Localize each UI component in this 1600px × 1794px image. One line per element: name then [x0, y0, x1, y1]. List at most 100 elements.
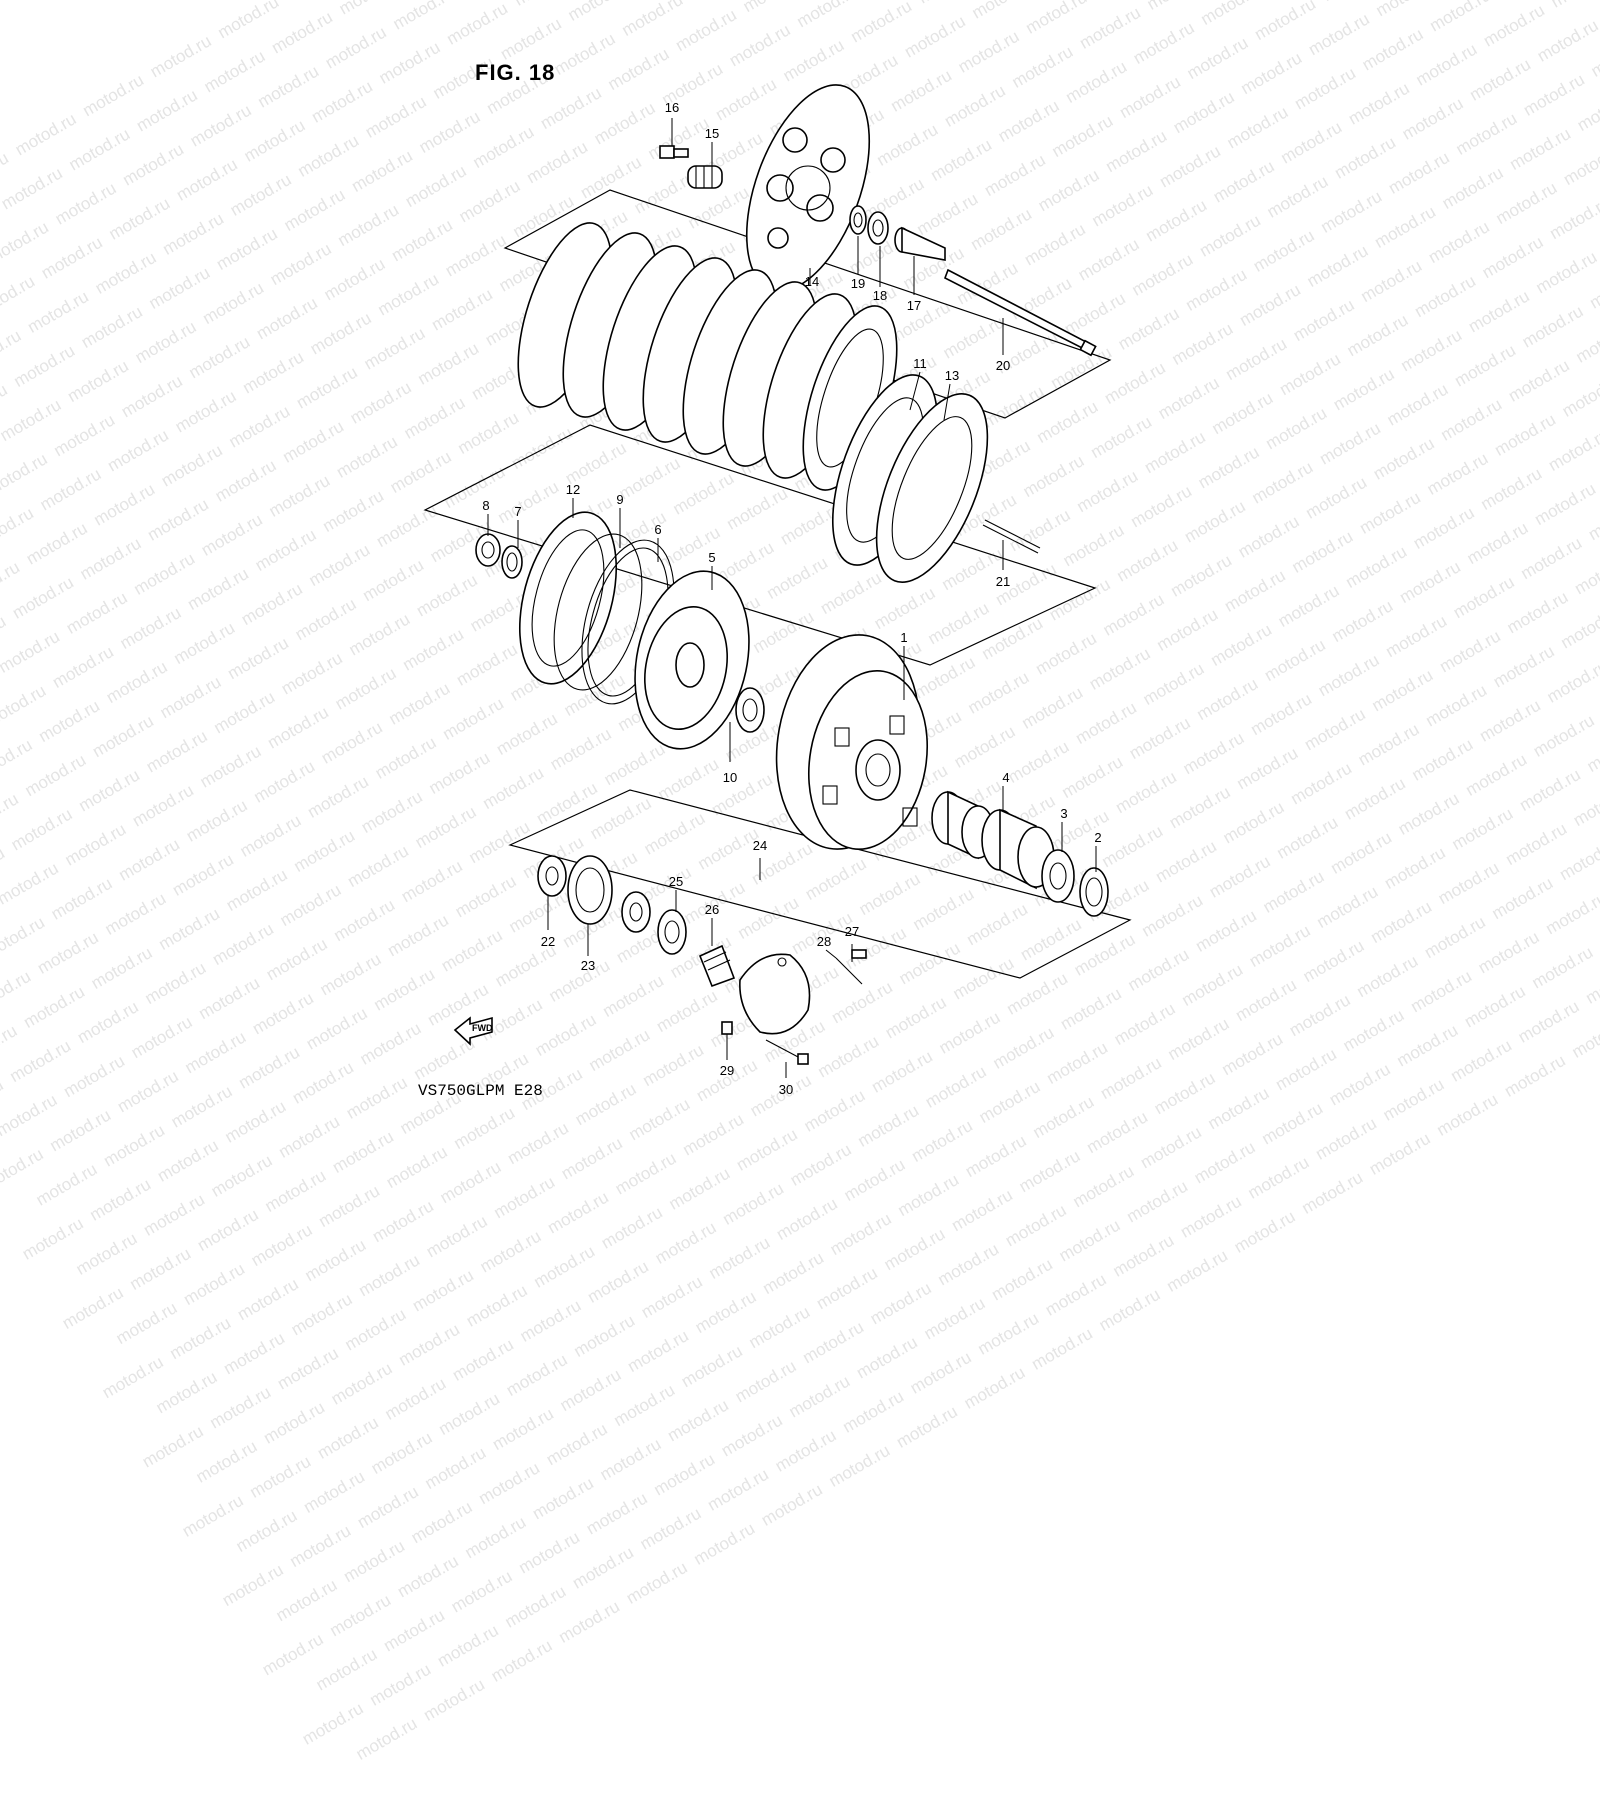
watermark-text: motod.ru: [476, 1226, 545, 1277]
callout-3: 3: [1060, 806, 1067, 821]
watermark-text: motod.ru: [893, 1401, 961, 1452]
watermark-text: motod.ru: [489, 1404, 557, 1455]
watermark-text: motod.ru: [420, 1674, 488, 1725]
callout-24: 24: [753, 838, 767, 853]
watermark-text: motod.ru: [314, 1412, 382, 1463]
watermark-text: motod.ru: [58, 1282, 127, 1333]
watermark-text: motod.ru: [232, 1505, 301, 1556]
watermark-text: motod.ru: [1042, 1269, 1110, 1320]
watermark-text: motod.ru: [72, 1228, 141, 1279]
callout-8: 8: [482, 498, 489, 513]
watermark-text: motod.ru: [934, 1239, 1003, 1290]
watermark-text: motod.ru: [570, 1310, 639, 1361]
watermark-text: motod.ru: [218, 1560, 287, 1611]
watermark-text: motod.ru: [447, 1566, 516, 1617]
figure-title: FIG. 18: [475, 60, 556, 85]
cover-release-arm: [739, 953, 811, 1035]
watermark-text: motod.ru: [192, 1436, 261, 1487]
spacer: [931, 790, 995, 860]
watermark-text: motod.ru: [286, 1521, 355, 1572]
watermark-text: motod.ru: [300, 1466, 368, 1517]
watermark-text: motod.ru: [1230, 1206, 1299, 1257]
plate-13: [875, 393, 989, 583]
watermark-text: motod.ru: [502, 1349, 571, 1400]
callout-6: 6: [654, 522, 661, 537]
watermark-text: motod.ru: [569, 1542, 637, 1593]
bushing-24: [621, 891, 651, 933]
bolt-30: [765, 1039, 809, 1065]
watermark-text: motod.ru: [974, 1308, 1043, 1359]
watermark-text: motod.ru: [220, 1328, 288, 1379]
watermark-text: motod.ru: [355, 1250, 424, 1301]
washer-19: [849, 205, 867, 235]
watermark-text: motod.ru: [584, 1256, 652, 1307]
watermark-text: motod.ru: [596, 1434, 665, 1485]
spring-9: [553, 533, 643, 691]
watermark-text: motod.ru: [367, 1427, 436, 1478]
watermark-text: motod.ru: [1163, 1245, 1231, 1296]
callout-5: 5: [708, 550, 715, 565]
watermark-text: motod.ru: [758, 1479, 826, 1530]
watermark-text: motod.ru: [206, 1382, 275, 1433]
frame-lower-cover: [508, 789, 1132, 979]
watermark-text: motod.ru: [745, 1302, 814, 1353]
fwd-arrow-icon: FWD: [453, 1016, 493, 1046]
bearing-18: [867, 211, 889, 245]
watermark-text: motod.ru: [622, 1557, 691, 1608]
clutch-hub-5: [634, 570, 750, 750]
watermark-text: motod.ru: [638, 1271, 706, 1322]
watermark-text: motod.ru: [759, 1248, 827, 1299]
watermark-text: motod.ru: [394, 1551, 462, 1602]
watermark-text: motod.ru: [704, 1464, 772, 1515]
callout-4: 4: [1002, 770, 1009, 785]
watermark-text: motod.ru: [409, 1265, 477, 1316]
callout-14: 14: [805, 274, 819, 289]
clutch-plate-stack: [517, 222, 898, 491]
callout-labels: 1 2 3 4 5 6 7 8 9 10 11 12 13 14 15 16 1…: [482, 100, 1101, 1097]
watermark-text: motod.ru: [880, 1224, 949, 1275]
pushpiece-17: [894, 226, 946, 261]
callout-29: 29: [720, 1063, 734, 1078]
watermark-text: motod.ru: [1109, 1230, 1178, 1281]
watermark-text: motod.ru: [380, 1605, 448, 1656]
watermark-text: motod.ru: [636, 1503, 705, 1554]
callout-7: 7: [514, 504, 521, 519]
watermark-text: motod.ru: [381, 1373, 450, 1424]
watermark-text: motod.ru: [690, 1518, 759, 1569]
watermark-text: motod.ru: [435, 1388, 504, 1439]
callout-25: 25: [669, 874, 683, 889]
watermark-text: motod.ru: [352, 1713, 421, 1764]
watermark-text: motod.ru: [327, 1358, 396, 1409]
watermark-text: motod.ru: [839, 1386, 907, 1437]
watermark-text: motod.ru: [407, 1497, 476, 1548]
leader-lines: [487, 118, 1097, 1078]
watermark-text: motod.ru: [866, 1278, 935, 1329]
exploded-diagram: FWD 1 2 3 4: [423, 84, 1132, 1097]
needle-bearing-4: [981, 808, 1055, 890]
callout-22: 22: [541, 934, 555, 949]
watermark-text: motod.ru: [731, 1356, 800, 1407]
callout-30: 30: [779, 1082, 793, 1097]
callout-12: 12: [566, 482, 580, 497]
callout-19: 19: [851, 276, 865, 291]
watermark-text: motod.ru: [260, 1397, 328, 1448]
washer-3: [1041, 849, 1075, 903]
oil-seal-22: [537, 855, 567, 897]
watermark-text: motod.ru: [475, 1458, 544, 1509]
watermark-text: motod.ru: [194, 1204, 262, 1255]
watermark-text: motod.ru: [542, 1419, 611, 1470]
watermark-text: motod.ru: [530, 1241, 599, 1292]
callout-15: 15: [705, 126, 719, 141]
watermark-text: motod.ru: [247, 1220, 316, 1271]
clip-28: [835, 957, 863, 985]
callout-20: 20: [996, 358, 1010, 373]
nut-8: [475, 533, 501, 567]
callout-18: 18: [873, 288, 887, 303]
watermark-text: motod.ru: [988, 1254, 1056, 1305]
seal-25: [657, 909, 687, 955]
watermark-text: motod.ru: [650, 1449, 719, 1500]
watermark-text: motod.ru: [799, 1317, 867, 1368]
watermark-text: motod.ru: [582, 1488, 651, 1539]
watermark-text: motod.ru: [312, 1644, 381, 1695]
watermark-text: motod.ru: [178, 1490, 247, 1541]
